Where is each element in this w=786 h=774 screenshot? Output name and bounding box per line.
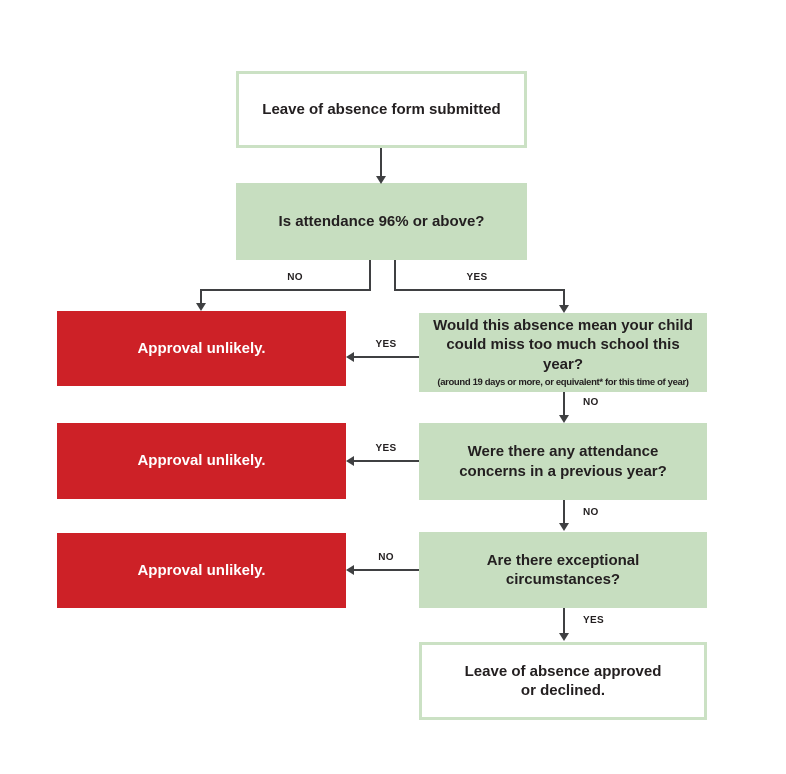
connector-attendance-yes-stub [394,260,396,291]
arrowhead-left-icon [346,352,354,362]
arrowhead-down-icon [559,633,569,641]
node-exceptional: Are there exceptional circumstances? [419,532,707,608]
node-approval-unlikely-2: Approval unlikely. [57,423,346,499]
arrowhead-down-icon [196,303,206,311]
edge-label-attendance-yes: YES [466,272,488,283]
node-outcome-label: Leave of absence approved or declined. [464,662,662,699]
arrowhead-down-icon [376,176,386,184]
connector-miss-yes-h [354,356,419,358]
arrowhead-left-icon [346,565,354,575]
connector-attendance-yes-h [394,289,565,291]
connector-miss-no-v [563,392,565,416]
edge-label-exceptional-yes: YES [583,615,604,626]
edge-label-attendance-no: NO [287,272,303,283]
connector-attendance-no-v [200,289,202,304]
node-previous-concerns: Were there any attendance concerns in a … [419,423,707,500]
arrowhead-down-icon [559,305,569,313]
node-approval-unlikely-3: Approval unlikely. [57,533,346,608]
connector-attendance-no-stub [369,260,371,291]
connector-concerns-yes-h [354,460,419,462]
edge-label-concerns-no: NO [583,507,599,518]
connector-start-attendance [380,148,382,177]
connector-exceptional-no-h [354,569,419,571]
arrowhead-down-icon [559,415,569,423]
node-approval-unlikely-2-label: Approval unlikely. [137,452,266,470]
node-outcome: Leave of absence approved or declined. [419,642,707,720]
node-miss-too-much-label: Would this absence mean your child could… [433,317,693,373]
connector-exceptional-yes-v [563,608,565,634]
node-previous-concerns-label: Were there any attendance concerns in a … [459,443,667,480]
connector-concerns-no-v [563,500,565,524]
arrowhead-left-icon [346,456,354,466]
node-attendance-check-label: Is attendance 96% or above? [278,212,485,230]
arrowhead-down-icon [559,523,569,531]
node-exceptional-label: Are there exceptional circumstances? [486,551,640,588]
node-miss-too-much-note: (around 19 days or more, or equivalent* … [437,376,689,388]
edge-label-miss-no: NO [583,397,599,408]
connector-attendance-no-h [200,289,371,291]
connector-attendance-yes-v [563,289,565,306]
node-approval-unlikely-1-label: Approval unlikely. [137,339,266,357]
edge-label-concerns-yes: YES [375,443,397,454]
node-attendance-check: Is attendance 96% or above? [236,183,527,260]
edge-label-miss-yes: YES [375,339,397,350]
node-approval-unlikely-3-label: Approval unlikely. [137,561,266,579]
node-miss-too-much: Would this absence mean your child could… [419,313,707,392]
node-approval-unlikely-1: Approval unlikely. [57,311,346,386]
node-form-submitted-label: Leave of absence form submitted [262,100,501,118]
edge-label-exceptional-no: NO [378,552,394,563]
node-form-submitted: Leave of absence form submitted [236,71,527,148]
